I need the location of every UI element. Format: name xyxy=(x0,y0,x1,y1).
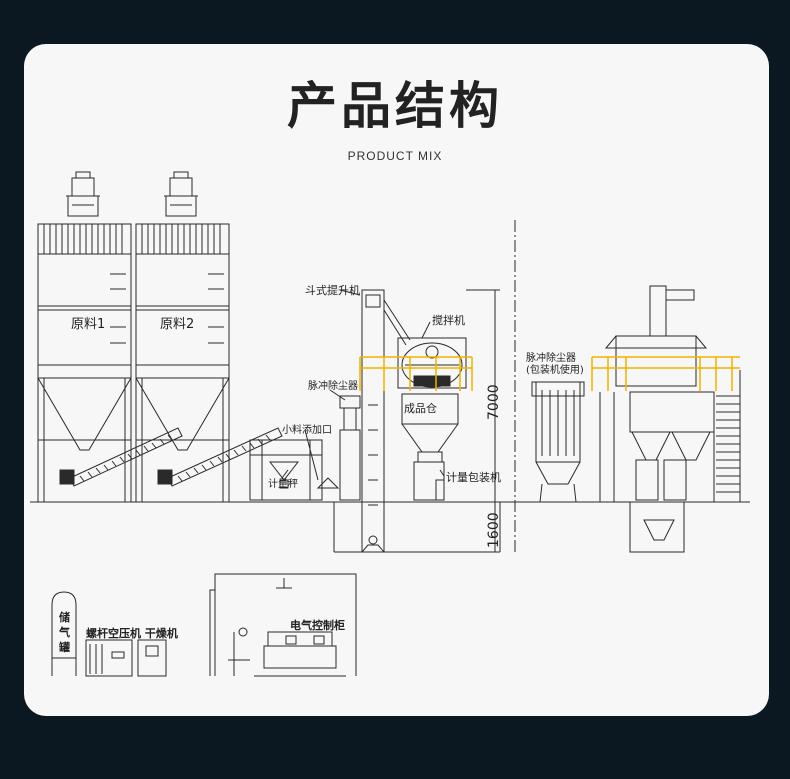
content-card xyxy=(24,44,769,716)
screw-conveyor-2 xyxy=(157,427,283,487)
weighing-scale-frame xyxy=(249,439,323,501)
diagram-labels: 原料1 原料2 斗式提升机 搅拌机 脉冲除尘器 小料添加口 计量秤 成品仓 计量… xyxy=(58,283,584,654)
right-packing-plant xyxy=(599,285,741,553)
dryer xyxy=(137,639,167,677)
control-room xyxy=(209,573,357,677)
label-small-material-inlet: 小料添加口 xyxy=(282,423,332,436)
label-bucket-elevator: 斗式提升机 xyxy=(305,283,360,297)
label-raw-material-1: 原料1 xyxy=(71,317,105,332)
small-inlet-unit xyxy=(316,395,361,501)
label-for-packer-use: (包装机使用) xyxy=(526,363,584,376)
leader-lines xyxy=(281,289,445,481)
label-electric-cabinet: 电气控制柜 xyxy=(290,618,345,632)
label-pulse-dust-collector: 脉冲除尘器 xyxy=(308,379,358,392)
screw-compressor xyxy=(85,639,133,677)
metering-packer xyxy=(413,461,445,501)
label-tank-char-3: 罐 xyxy=(58,640,70,654)
silo-2 xyxy=(135,171,230,502)
pit xyxy=(333,502,501,553)
mixer-unit xyxy=(397,337,467,389)
page-subtitle: PRODUCT MIX xyxy=(347,149,443,163)
label-tank-char-2: 气 xyxy=(58,625,70,639)
dust-collector-right xyxy=(531,381,585,503)
bucket-elevator xyxy=(360,289,411,553)
silo-1 xyxy=(37,171,132,502)
safety-railings xyxy=(359,356,740,391)
label-dim-height: 7000 xyxy=(486,384,502,420)
label-tank-char-1: 储 xyxy=(59,610,70,624)
label-pulse-dust-collector-right: 脉冲除尘器 xyxy=(526,351,576,364)
air-storage-tank xyxy=(51,591,77,676)
screw-conveyor-1 xyxy=(59,427,183,487)
label-compressor-dryer: 螺杆空压机 干燥机 xyxy=(86,626,178,640)
label-dim-pit: 1600 xyxy=(486,512,502,548)
label-raw-material-2: 原料2 xyxy=(160,317,194,332)
label-weighing-scale: 计量秤 xyxy=(268,477,298,490)
dimension-lines xyxy=(466,289,500,553)
label-metering-packer: 计量包装机 xyxy=(446,470,501,484)
page-title: 产品结构 xyxy=(287,77,503,135)
label-mixer: 搅拌机 xyxy=(432,313,465,327)
label-finished-bin: 成品仓 xyxy=(404,401,437,415)
